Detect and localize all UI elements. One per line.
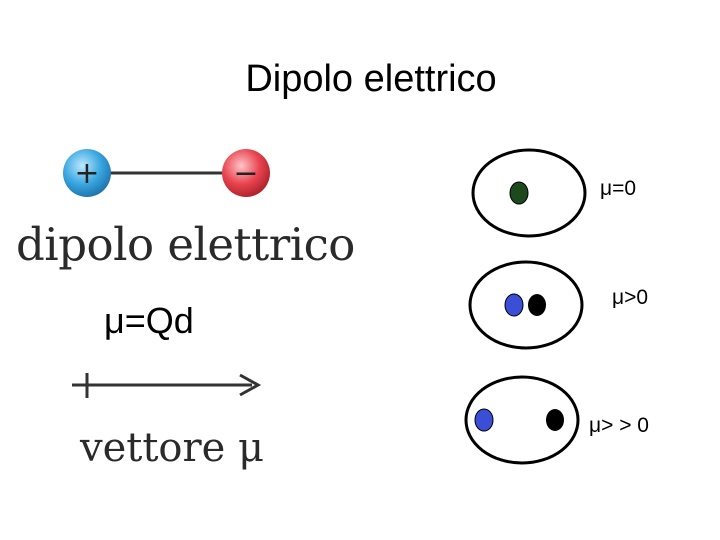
case-label-much-greater: μ> > 0: [589, 414, 649, 437]
charge-blue-near: [504, 293, 524, 317]
overlapping-charge-green: [509, 181, 529, 205]
charge-blue-far: [474, 408, 494, 432]
dipole-moment-formula: μ=Qd: [104, 300, 194, 341]
molecule-ellipse-nonpolar: [471, 148, 587, 238]
case-label-positive: μ>0: [612, 286, 649, 309]
molecule-ellipse-polar: [468, 260, 584, 350]
negative-charge-ball: [222, 149, 270, 197]
slide-title: Dipolo elettrico: [245, 58, 497, 100]
vector-arrowhead: [239, 373, 262, 397]
positive-charge-symbol: +: [74, 156, 99, 191]
molecule-ellipse-strongly-polar: [464, 375, 580, 465]
dipole-caption: dipolo elettrico: [16, 218, 355, 271]
vector-caption: vettore μ: [80, 425, 265, 471]
charge-black-near: [528, 294, 546, 316]
negative-charge-symbol: −: [233, 156, 258, 191]
positive-charge-ball: [63, 149, 111, 197]
charge-black-far: [546, 409, 564, 431]
case-label-zero: μ=0: [600, 177, 637, 200]
